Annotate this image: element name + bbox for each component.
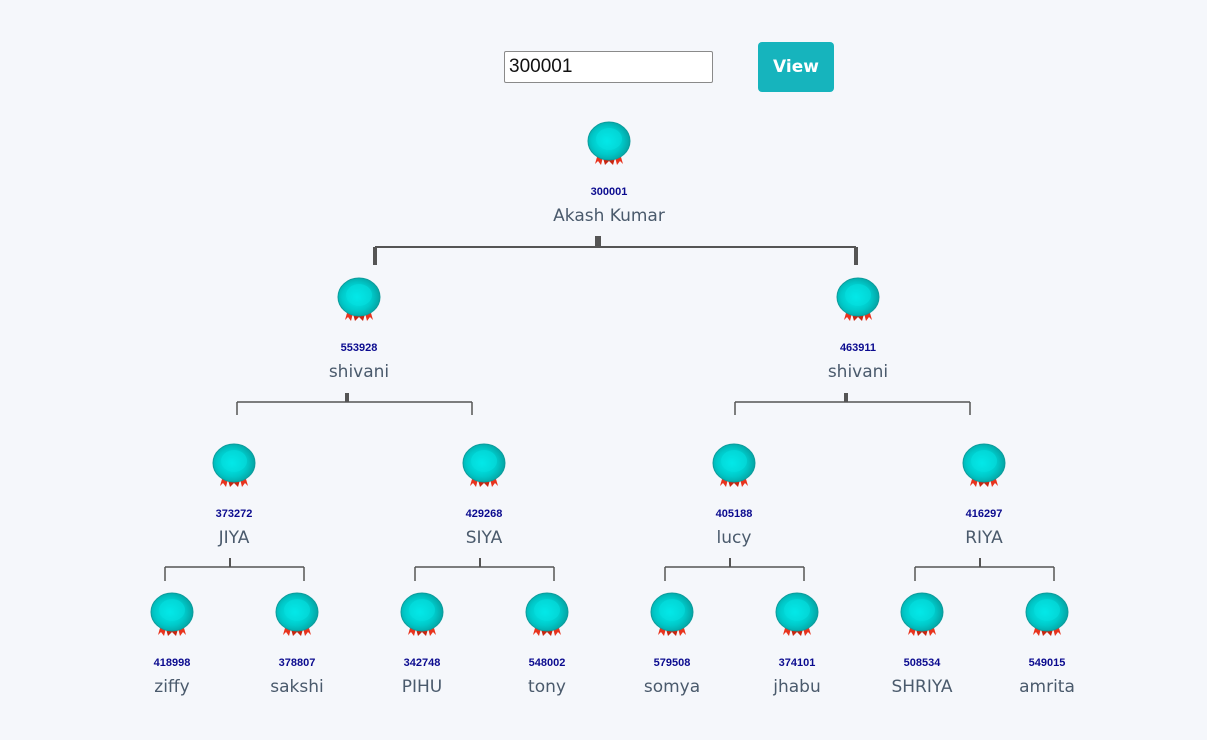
member-badge-icon[interactable] [1025, 592, 1069, 642]
member-name: amrita [1019, 677, 1075, 697]
member-id: 553928 [340, 342, 378, 354]
member-badge-icon[interactable] [962, 443, 1006, 493]
tree-node[interactable]: 342748 PIHU [357, 592, 487, 702]
member-name: RIYA [965, 528, 1003, 548]
member-badge-icon[interactable] [275, 592, 319, 642]
member-id: 378807 [278, 657, 316, 669]
tree-node[interactable]: 463911 shivani [793, 277, 923, 387]
member-id: 549015 [1028, 657, 1066, 669]
member-id: 416297 [965, 508, 1003, 520]
tree-node[interactable]: 553928 shivani [294, 277, 424, 387]
member-id: 429268 [465, 508, 503, 520]
member-badge-icon[interactable] [400, 592, 444, 642]
tree-node[interactable]: 405188 lucy [669, 443, 799, 553]
tree-node[interactable]: 378807 sakshi [232, 592, 362, 702]
tree-node[interactable]: 548002 tony [482, 592, 612, 702]
tree-node[interactable]: 416297 RIYA [919, 443, 1049, 553]
member-name: shivani [827, 362, 889, 382]
member-name: tony [528, 677, 566, 697]
member-badge-icon[interactable] [525, 592, 569, 642]
view-button[interactable]: View [758, 42, 834, 92]
member-name: jhabu [773, 677, 821, 697]
tree-node-root[interactable]: 300001 Akash Kumar [544, 121, 674, 231]
member-name: somya [643, 677, 701, 697]
member-name: PIHU [401, 677, 443, 697]
member-badge-icon[interactable] [775, 592, 819, 642]
member-badge-icon[interactable] [462, 443, 506, 493]
tree-node[interactable]: 508534 SHRIYA [857, 592, 987, 702]
member-name: Akash Kumar [553, 206, 665, 226]
tree-node[interactable]: 373272 JIYA [169, 443, 299, 553]
tree-node[interactable]: 418998 ziffy [107, 592, 237, 702]
member-id: 374101 [778, 657, 816, 669]
member-badge-icon[interactable] [712, 443, 756, 493]
member-badge-icon[interactable] [150, 592, 194, 642]
member-name: JIYA [218, 528, 250, 548]
member-name: SHRIYA [891, 677, 953, 697]
tree-node[interactable]: 579508 somya [607, 592, 737, 702]
member-id: 300001 [590, 186, 628, 198]
member-id: 508534 [903, 657, 941, 669]
member-id: 342748 [403, 657, 441, 669]
member-badge-icon[interactable] [212, 443, 256, 493]
member-id-search-input[interactable] [504, 51, 713, 83]
member-badge-icon[interactable] [587, 121, 631, 171]
member-badge-icon[interactable] [337, 277, 381, 327]
tree-node[interactable]: 429268 SIYA [419, 443, 549, 553]
member-name: shivani [328, 362, 390, 382]
member-id: 405188 [715, 508, 753, 520]
member-name: sakshi [270, 677, 324, 697]
member-name: lucy [716, 528, 752, 548]
tree-node[interactable]: 549015 amrita [982, 592, 1112, 702]
member-id: 579508 [653, 657, 691, 669]
member-id: 418998 [153, 657, 191, 669]
tree-node[interactable]: 374101 jhabu [732, 592, 862, 702]
member-id: 548002 [528, 657, 566, 669]
member-name: SIYA [465, 528, 503, 548]
member-badge-icon[interactable] [900, 592, 944, 642]
member-badge-icon[interactable] [836, 277, 880, 327]
member-badge-icon[interactable] [650, 592, 694, 642]
member-id: 463911 [839, 342, 877, 354]
member-id: 373272 [215, 508, 253, 520]
member-name: ziffy [154, 677, 190, 697]
